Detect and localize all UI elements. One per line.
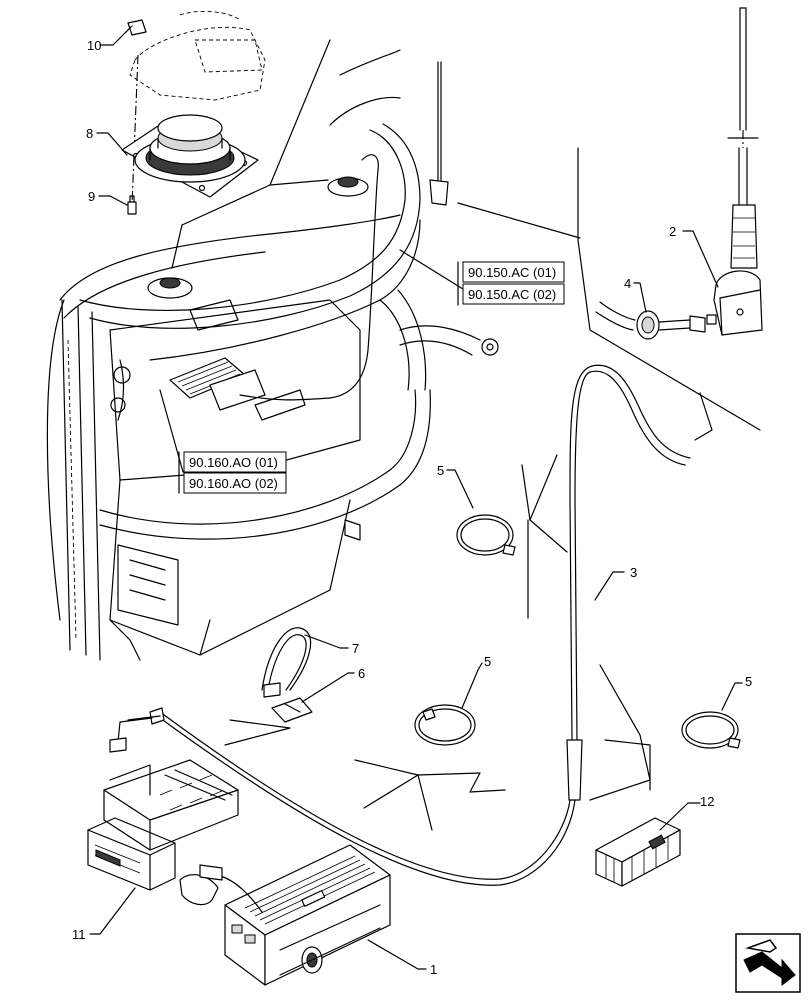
cable-mount-part-6 [271, 697, 313, 723]
strap-clip-5b [414, 704, 476, 746]
strap-clip-5c [681, 711, 741, 749]
ref-link-90-150-ac-01[interactable]: 90.150.AC (01) [462, 261, 565, 283]
roof-antenna-mount [429, 61, 449, 206]
ref-link-90-150-ac-02[interactable]: 90.150.AC (02) [462, 283, 565, 305]
callout-4: 4 [624, 276, 631, 291]
callout-11: 11 [72, 927, 86, 942]
section-break-lines [224, 147, 761, 831]
reference-group-90-150: 90.150.AC (01) 90.150.AC (02) [457, 261, 565, 306]
callout-10: 10 [87, 38, 101, 53]
cab-assembly [46, 49, 499, 661]
speaker-part-8 [121, 114, 259, 198]
callout-1: 1 [430, 962, 437, 977]
packaging-box-part-12 [595, 817, 681, 887]
ref-label-90-150-ac-02[interactable]: 90.150.AC (02) [468, 287, 556, 302]
radio-part-1 [179, 844, 391, 986]
reference-group-90-160: 90.160.AO (01) 90.160.AO (02) [178, 451, 287, 494]
speaker-detail [121, 10, 266, 215]
next-page-arrow-icon[interactable] [735, 933, 801, 993]
callout-6: 6 [358, 666, 365, 681]
detail-leader-middle [269, 179, 329, 186]
callout-12: 12 [700, 794, 714, 809]
ref-label-90-160-ao-01[interactable]: 90.160.AO (01) [189, 455, 278, 470]
callout-8: 8 [86, 126, 93, 141]
clip-part-10 [127, 19, 147, 36]
callout-5-right: 5 [745, 674, 752, 689]
callout-9: 9 [88, 189, 95, 204]
detail-leader-lower [171, 224, 183, 269]
detail-leader-upper [269, 39, 331, 186]
callout-5-middle: 5 [484, 654, 491, 669]
screw-part-9 [127, 195, 137, 215]
callout-labels: 10 8 9 2 4 5 3 7 6 5 5 12 11 1 [72, 38, 752, 977]
strap-clip-5a [456, 514, 516, 556]
ref-label-90-150-ac-01[interactable]: 90.150.AC (01) [468, 265, 556, 280]
callout-5-upper: 5 [437, 463, 444, 478]
vent-grill-texture [177, 361, 241, 395]
detail-leader-bottom [181, 184, 271, 226]
ref-link-90-160-ao-02[interactable]: 90.160.AO (02) [183, 472, 287, 494]
radio-bracket-part-11 [87, 759, 239, 891]
radio-heatsink-fins [244, 855, 376, 925]
callout-7: 7 [352, 641, 359, 656]
ref-label-90-160-ao-02[interactable]: 90.160.AO (02) [189, 476, 278, 491]
grommet-part-4 [595, 301, 706, 340]
antenna-cable-part-3 [109, 364, 691, 886]
antenna-part-2 [706, 7, 763, 336]
cable-tie-part-7 [261, 627, 312, 698]
callout-2: 2 [669, 224, 676, 239]
callout-3: 3 [630, 565, 637, 580]
ref-link-90-160-ao-01[interactable]: 90.160.AO (01) [183, 451, 287, 473]
